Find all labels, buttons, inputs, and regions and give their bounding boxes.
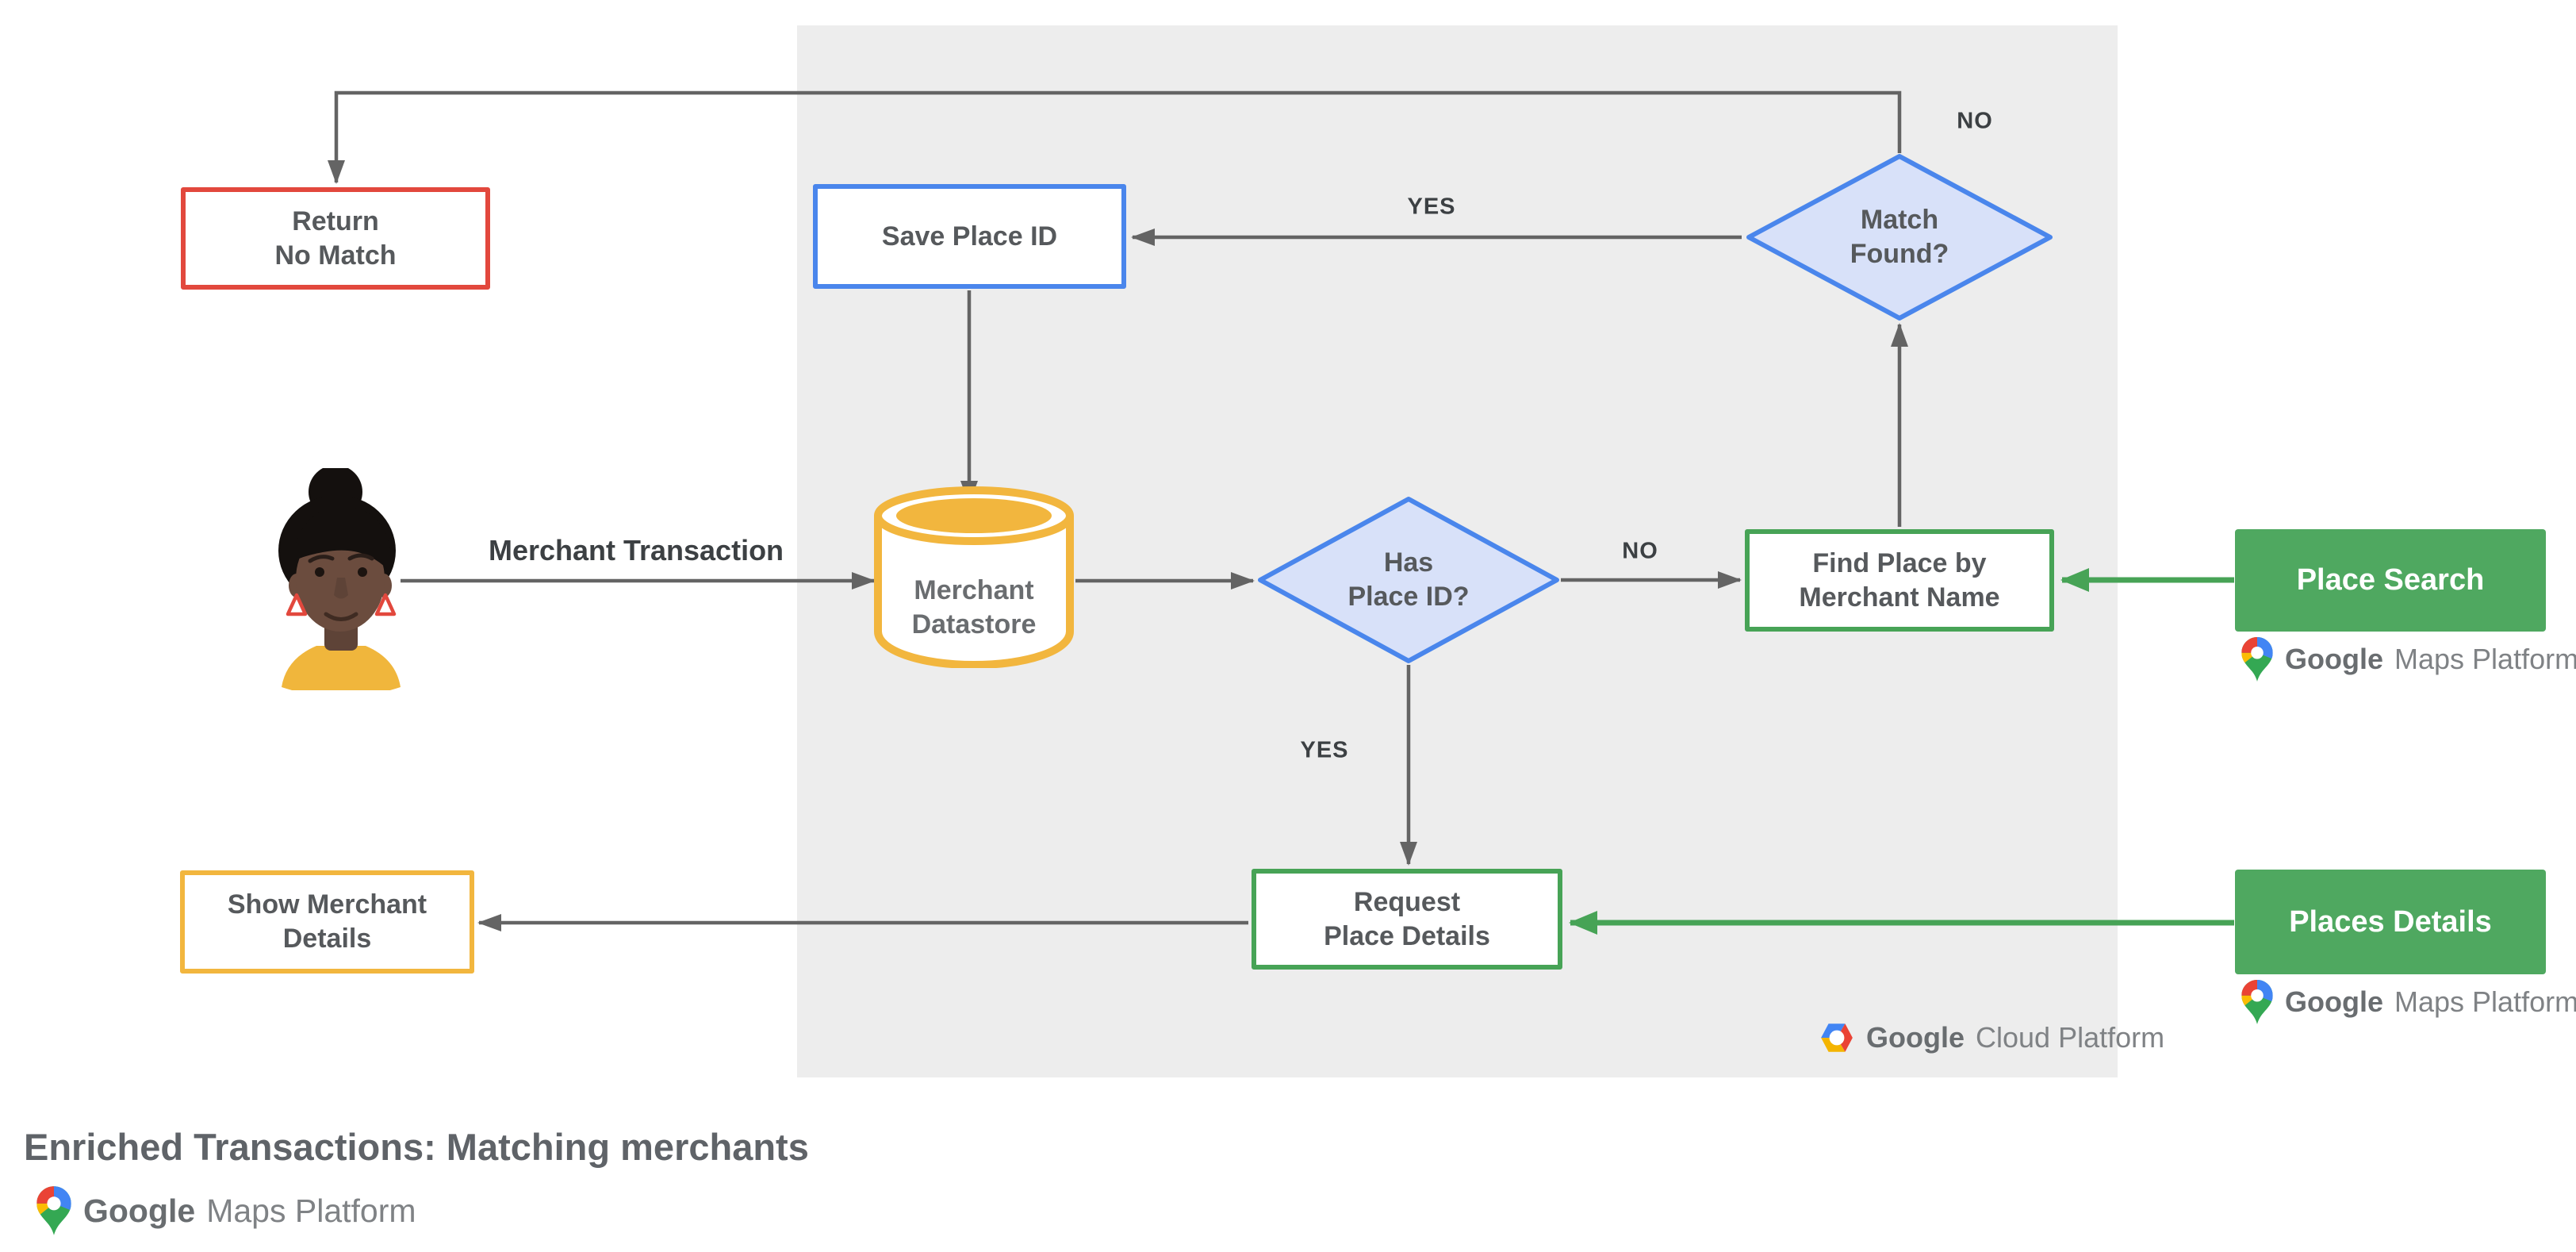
logo-google-word: Google xyxy=(1866,1021,1965,1054)
decision-label: Found? xyxy=(1850,239,1949,269)
decision-has-place-id: Has Place ID? xyxy=(1256,495,1561,665)
node-label: Merchant Name xyxy=(1799,582,2000,613)
api-card-place-search: Place Search xyxy=(2235,529,2546,632)
logo-google-word: Google xyxy=(2285,643,2383,675)
gmp-logo-places-details: Google Maps Platform xyxy=(2241,979,2576,1025)
logo-maps-platform-words: Maps Platform xyxy=(206,1192,416,1229)
merchant-user-avatar xyxy=(278,468,401,690)
edge-label-match-no: NO xyxy=(1957,108,1993,134)
decision-label: Has xyxy=(1383,547,1434,578)
node-request-place-details: Request Place Details xyxy=(1252,869,1562,970)
logo-google-word: Google xyxy=(83,1192,196,1229)
logo-cloud-platform-words: Cloud Platform xyxy=(1976,1021,2165,1054)
api-card-label: Place Search xyxy=(2296,563,2485,597)
edge-label-has-yes: YES xyxy=(1300,737,1349,763)
diamond-shape xyxy=(1746,154,2053,321)
google-maps-pin-icon xyxy=(36,1186,71,1235)
gmp-logo-footer: Google Maps Platform xyxy=(36,1185,416,1236)
edge-label-has-no: NO xyxy=(1622,538,1658,564)
node-label: Merchant xyxy=(914,575,1034,606)
diagram-title: Enriched Transactions: Matching merchant… xyxy=(24,1126,809,1168)
decision-label: Place ID? xyxy=(1347,582,1470,612)
gmp-logo-place-search: Google Maps Platform xyxy=(2241,636,2576,682)
node-show-merchant-details: Show Merchant Details xyxy=(180,870,474,974)
node-save-place-id: Save Place ID xyxy=(813,184,1126,289)
edge-label-match-yes: YES xyxy=(1407,194,1456,220)
merchant-transaction-label: Merchant Transaction xyxy=(488,534,784,566)
logo-google-word: Google xyxy=(2285,985,2383,1018)
node-label: Return xyxy=(292,205,379,236)
node-merchant-datastore: Merchant Datastore xyxy=(872,482,1075,670)
node-label: Details xyxy=(282,924,372,954)
logo-maps-platform-words: Maps Platform xyxy=(2394,643,2576,675)
node-label: Datastore xyxy=(911,609,1037,639)
google-maps-pin-icon xyxy=(2241,980,2273,1024)
node-label: Place Details xyxy=(1324,920,1490,951)
node-find-place-by-merchant-name: Find Place by Merchant Name xyxy=(1745,529,2054,632)
node-label: Save Place ID xyxy=(881,221,1058,252)
logo-maps-platform-words: Maps Platform xyxy=(2394,985,2576,1018)
decision-match-found: Match Found? xyxy=(1745,152,2054,322)
node-return-no-match: Return No Match xyxy=(181,187,490,290)
gcp-logo: Google Cloud Platform xyxy=(1819,1021,2164,1054)
node-label: No Match xyxy=(274,240,397,271)
node-label: Request xyxy=(1353,886,1461,917)
google-maps-pin-icon xyxy=(2241,637,2273,682)
api-card-label: Places Details xyxy=(2289,904,2492,939)
api-card-places-details: Places Details xyxy=(2235,870,2546,974)
node-label: Find Place by xyxy=(1812,547,1987,578)
node-label: Show Merchant xyxy=(227,889,427,920)
decision-label: Match xyxy=(1860,205,1939,236)
google-cloud-hexagon-icon xyxy=(1821,1023,1853,1052)
diamond-shape xyxy=(1258,497,1559,663)
